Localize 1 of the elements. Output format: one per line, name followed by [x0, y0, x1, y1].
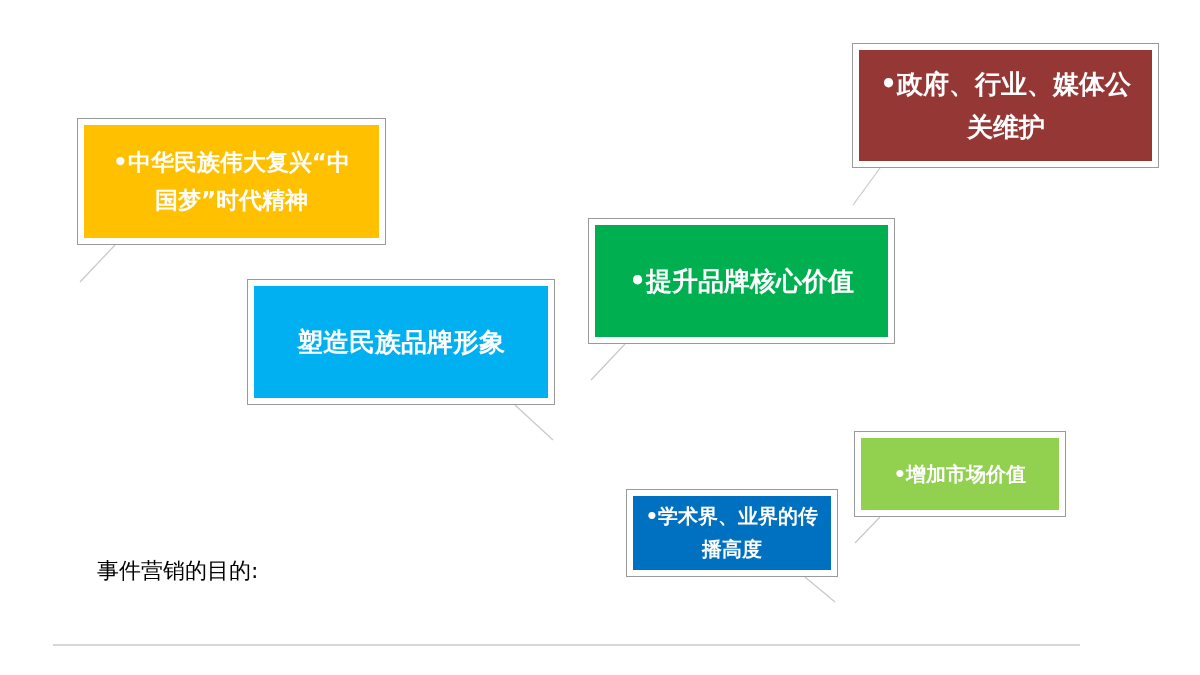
- heading-text: 事件营销的目的:: [97, 557, 259, 585]
